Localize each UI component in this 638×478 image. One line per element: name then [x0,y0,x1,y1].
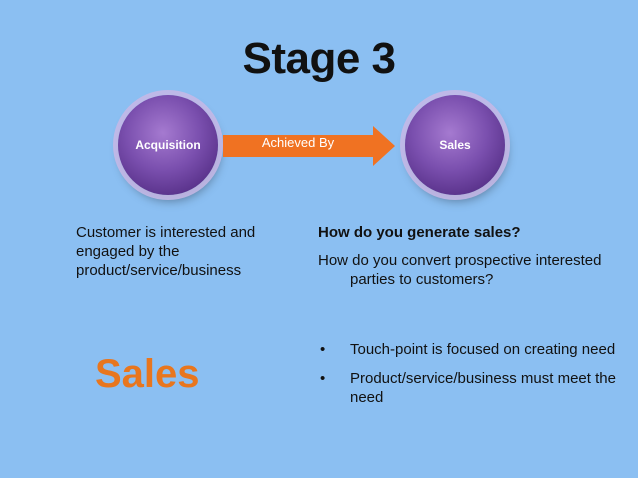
question-convert-prospects: How do you convert prospective intereste… [318,252,602,288]
bullet-list: • Touch-point is focused on creating nee… [318,340,628,417]
customer-description: Customer is interested and engaged by th… [76,224,256,279]
question-generate-sales: How do you generate sales? [318,224,521,241]
sales-big-label: Sales [95,352,200,396]
arrow-icon [223,126,395,166]
right-column: How do you generate sales? How do you co… [318,223,628,289]
list-item: • Touch-point is focused on creating nee… [318,340,628,359]
list-item: • Product/service/business must meet the… [318,369,628,407]
sales-node-label: Sales [439,138,471,152]
sales-node: Sales [405,95,505,195]
bullet-text: Touch-point is focused on creating need [350,341,616,358]
arrow-label: Achieved By [261,135,335,150]
bullet-dot-icon: • [320,370,326,387]
bullet-text: Product/service/business must meet the n… [350,370,616,406]
acquisition-node: Acquisition [118,95,218,195]
bullet-dot-icon: • [320,341,326,358]
acquisition-node-label: Acquisition [135,138,201,152]
slide-title: Stage 3 [242,34,396,83]
